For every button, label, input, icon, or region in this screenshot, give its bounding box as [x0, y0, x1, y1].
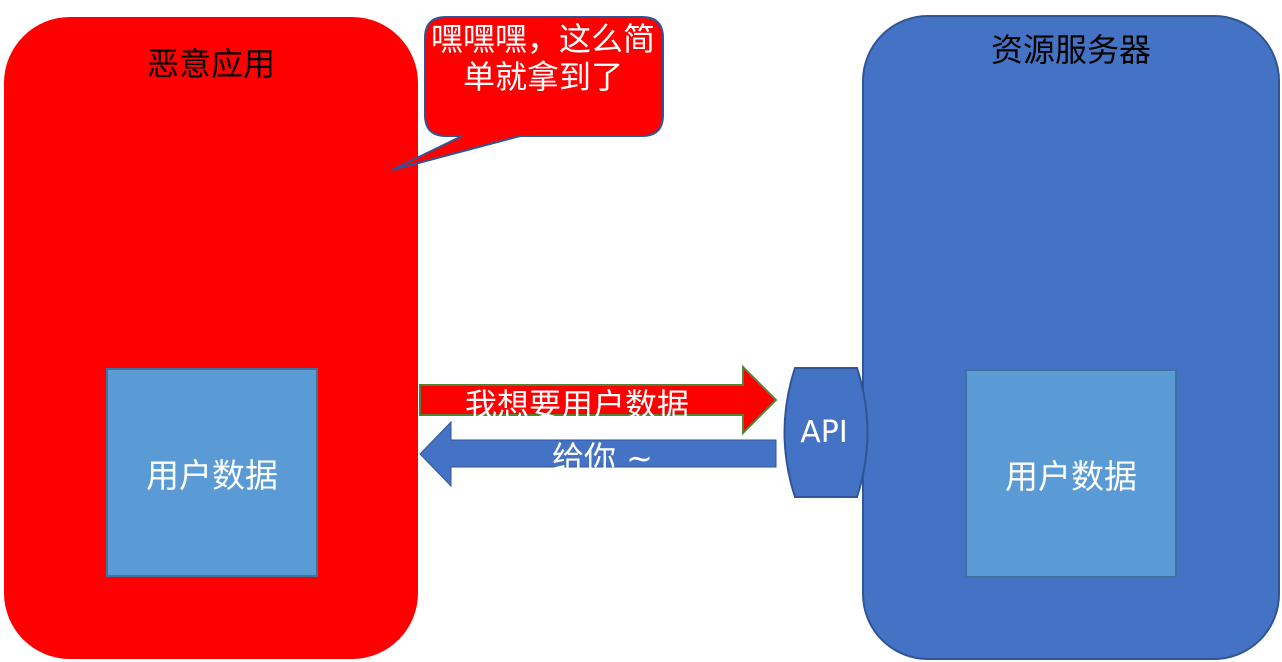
- malicious-app-user-data-box: 用户数据: [106, 368, 318, 577]
- resource-server-title: 资源服务器: [990, 31, 1151, 69]
- request-arrow-label: 我想要用户数据: [465, 386, 690, 424]
- resource-server-user-data-label: 用户数据: [1005, 456, 1137, 496]
- malicious-app-title: 恶意应用: [146, 45, 275, 83]
- resource-server-user-data-box: 用户数据: [965, 369, 1177, 578]
- malicious-app-container: 恶意应用 用户数据: [4, 17, 418, 659]
- response-arrow: [419, 420, 777, 488]
- resource-server-container: 资源服务器 用户数据: [862, 15, 1280, 660]
- request-arrow: [419, 364, 778, 436]
- api-label: API: [800, 415, 848, 450]
- malicious-app-user-data-label: 用户数据: [146, 455, 278, 495]
- speech-bubble: [391, 16, 664, 171]
- speech-bubble-text: 嘿嘿嘿，这么简单就拿到了: [430, 20, 655, 96]
- api-shape: [783, 367, 869, 498]
- response-arrow-label: 给你 ~: [552, 439, 653, 477]
